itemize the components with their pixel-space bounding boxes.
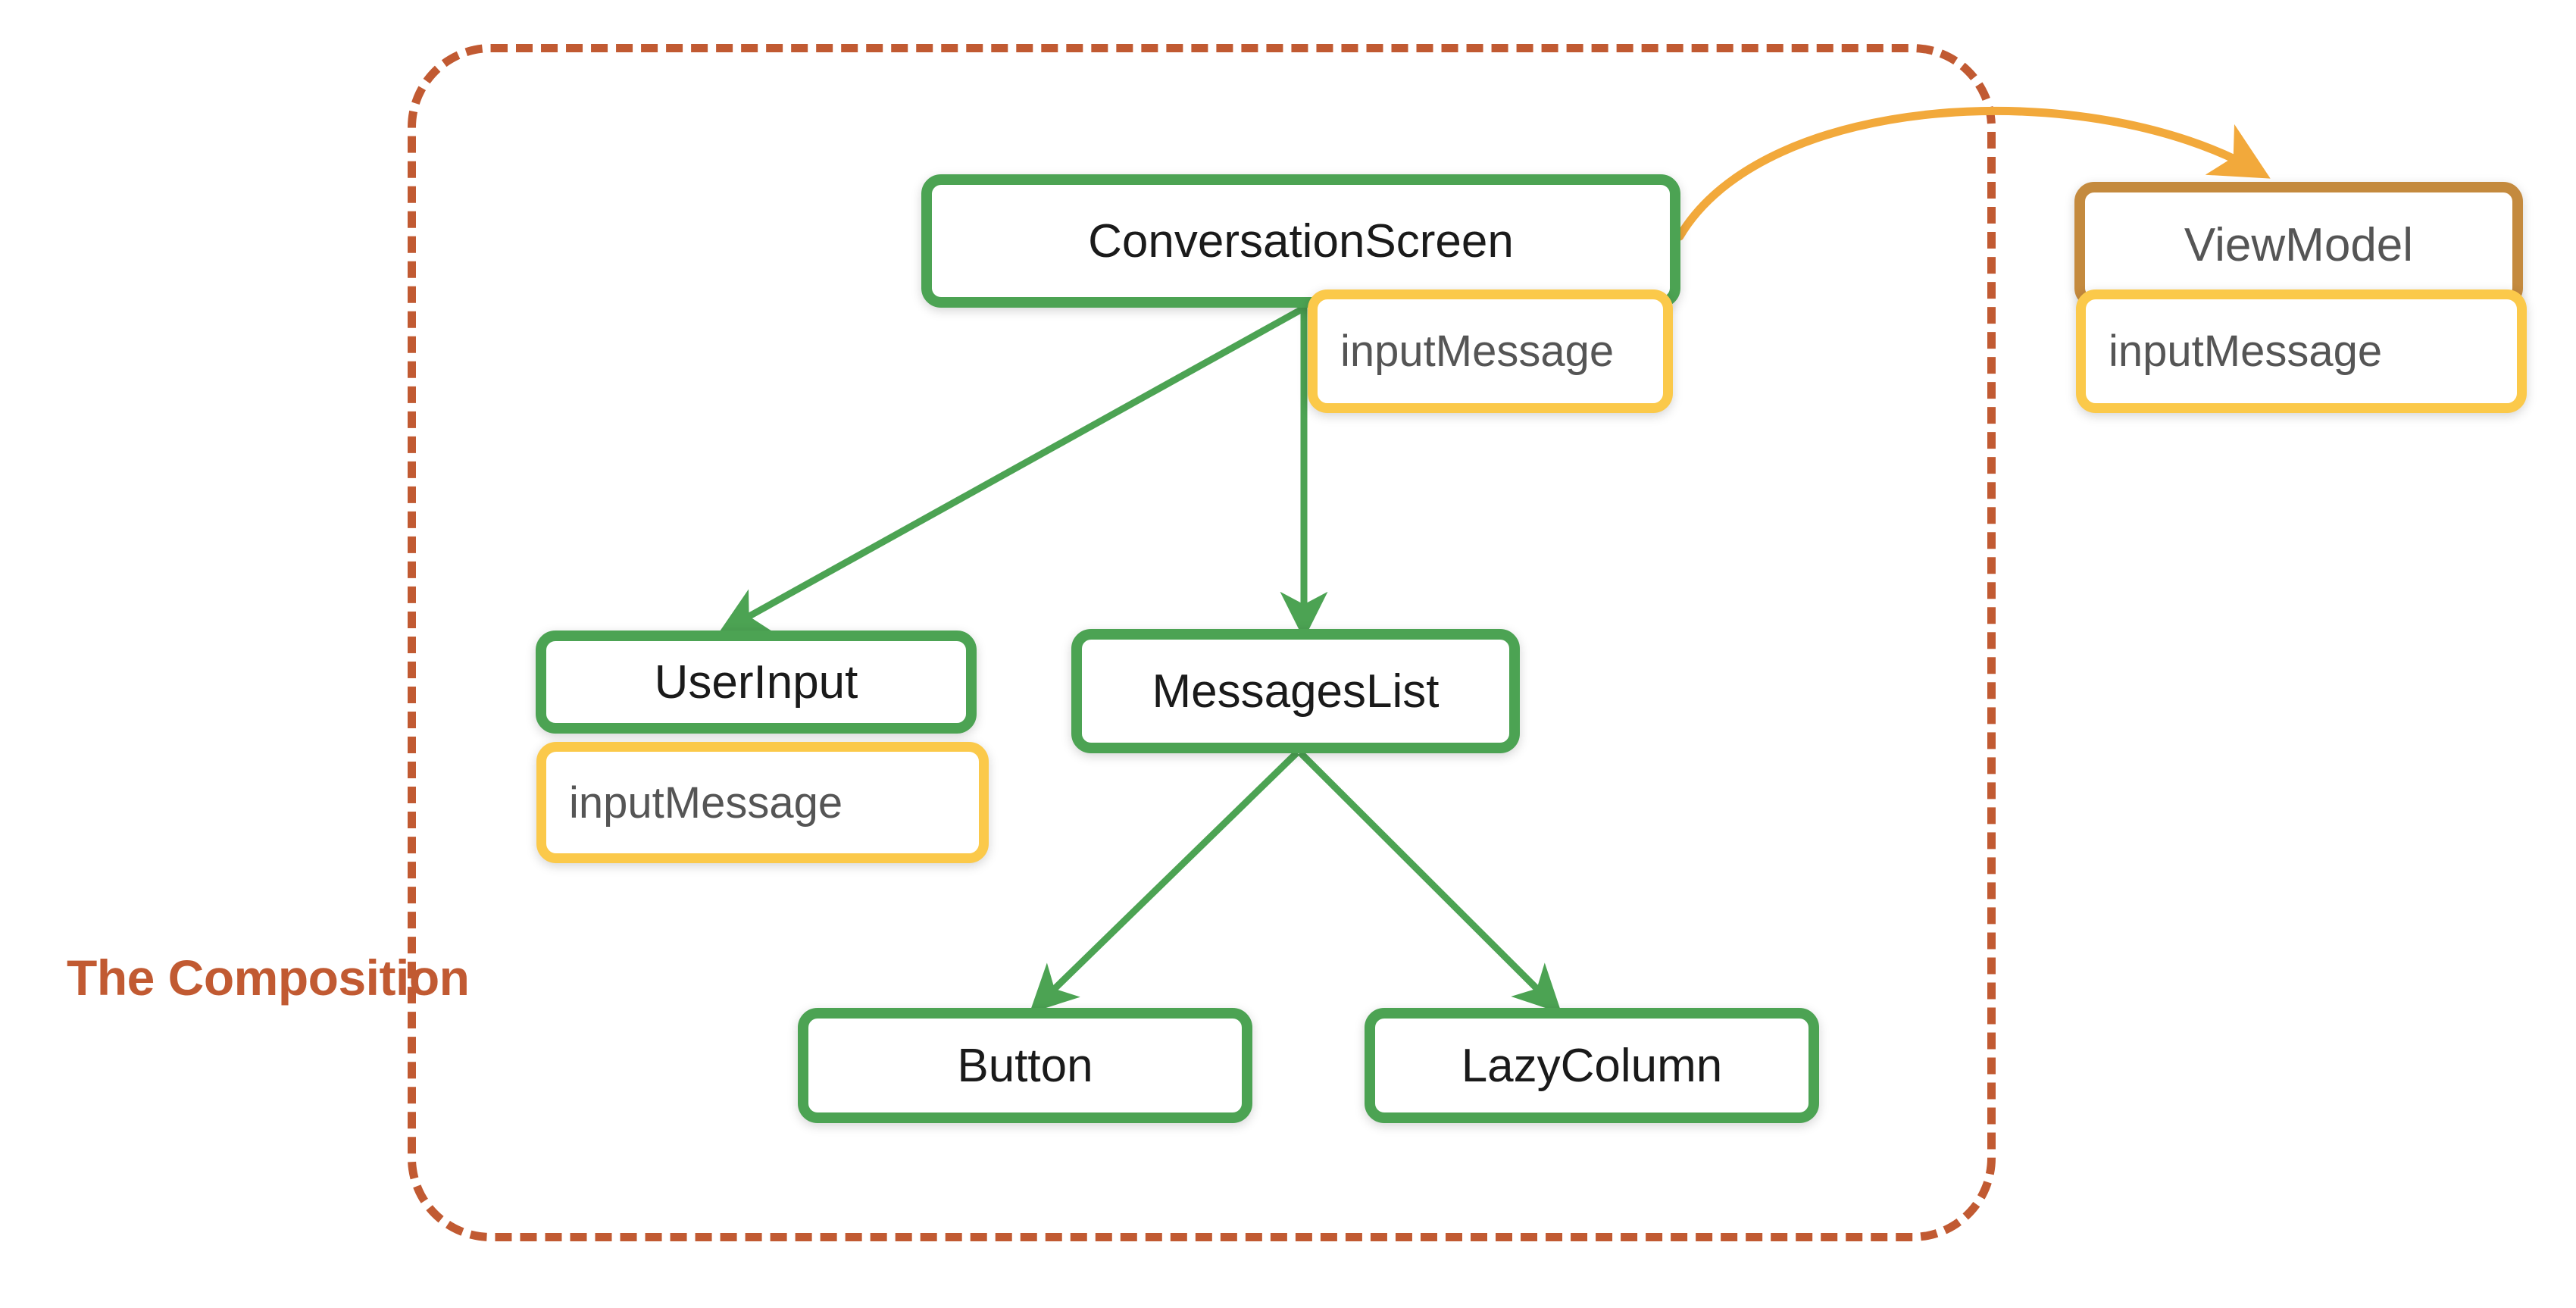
composition-boundary [408,44,1996,1241]
node-view-model-state-label: inputMessage [2109,327,2383,376]
node-user-input-state-label: inputMessage [569,778,843,828]
node-view-model-state[interactable]: inputMessage [2076,289,2527,413]
node-conversation-screen[interactable]: ConversationScreen [921,174,1680,308]
node-button[interactable]: Button [798,1008,1252,1123]
node-conversation-screen-label: ConversationScreen [1088,214,1514,268]
composition-label: The Composition [67,950,470,1006]
node-user-input-state[interactable]: inputMessage [536,742,989,863]
node-lazy-column[interactable]: LazyColumn [1365,1008,1819,1123]
node-conversation-screen-state-label: inputMessage [1340,327,1615,376]
node-user-input-label: UserInput [654,656,858,709]
node-view-model-label: ViewModel [2184,218,2414,271]
node-button-label: Button [957,1039,1093,1092]
node-lazy-column-label: LazyColumn [1461,1039,1723,1092]
node-conversation-screen-state[interactable]: inputMessage [1308,289,1673,413]
node-messages-list[interactable]: MessagesList [1071,629,1520,753]
node-user-input[interactable]: UserInput [536,631,977,734]
node-messages-list-label: MessagesList [1152,665,1440,718]
